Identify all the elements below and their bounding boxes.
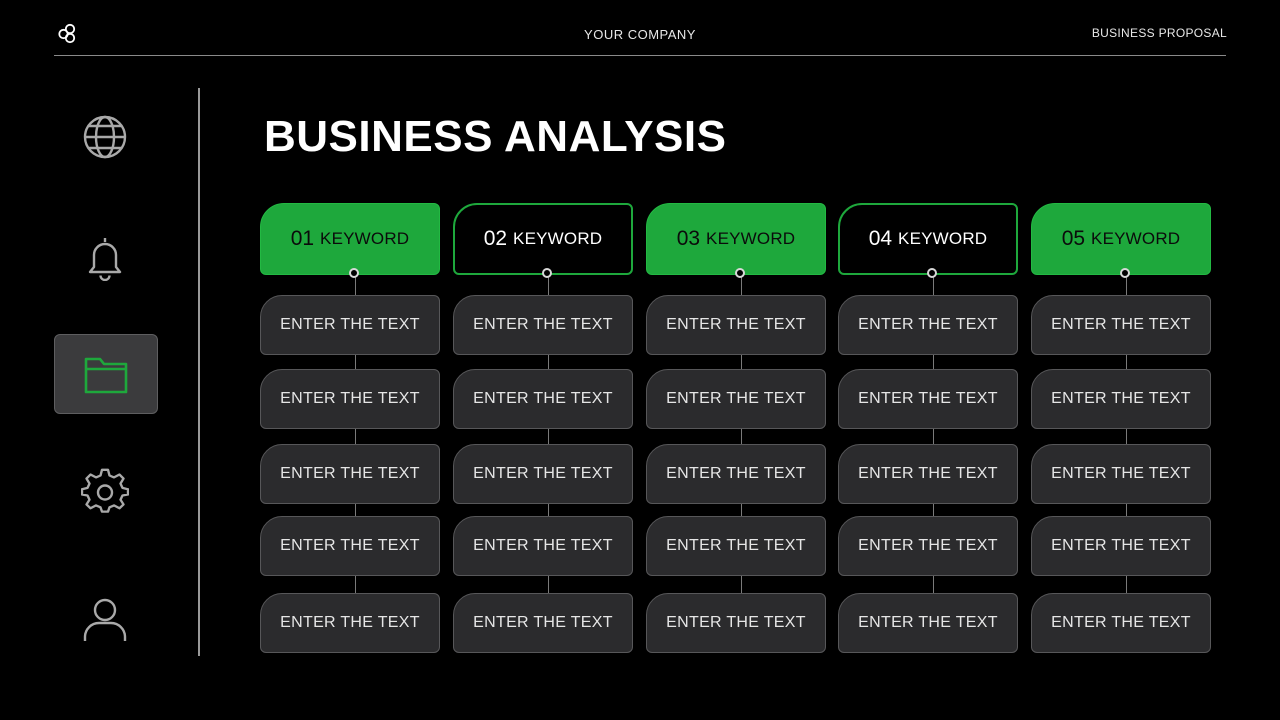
text-cell[interactable]: ENTER THE TEXT bbox=[1031, 369, 1211, 429]
keyword-label: KEYWORD bbox=[898, 229, 988, 248]
text-cell[interactable]: ENTER THE TEXT bbox=[1031, 593, 1211, 653]
header-divider bbox=[54, 55, 1226, 56]
text-cell[interactable]: ENTER THE TEXT bbox=[646, 369, 826, 429]
text-cell[interactable]: ENTER THE TEXT bbox=[260, 593, 440, 653]
user-icon bbox=[83, 598, 127, 641]
connector-line bbox=[548, 273, 549, 598]
text-cell[interactable]: ENTER THE TEXT bbox=[260, 444, 440, 504]
text-cell[interactable]: ENTER THE TEXT bbox=[453, 295, 633, 355]
text-cell[interactable]: ENTER THE TEXT bbox=[260, 295, 440, 355]
globe-icon bbox=[83, 115, 127, 159]
text-cell[interactable]: ENTER THE TEXT bbox=[646, 444, 826, 504]
keyword-label: KEYWORD bbox=[706, 229, 796, 248]
document-type-label: BUSINESS PROPOSAL bbox=[1091, 26, 1227, 40]
sidebar-item-globe[interactable] bbox=[74, 106, 136, 168]
folder-icon bbox=[84, 357, 128, 394]
text-cell[interactable]: ENTER THE TEXT bbox=[1031, 295, 1211, 355]
keyword-header[interactable]: 02 KEYWORD bbox=[453, 203, 633, 275]
sidebar-item-profile[interactable] bbox=[74, 588, 136, 650]
text-cell[interactable]: ENTER THE TEXT bbox=[838, 444, 1018, 504]
connector-line bbox=[741, 273, 742, 598]
text-cell[interactable]: ENTER THE TEXT bbox=[1031, 516, 1211, 576]
keyword-number: 01 bbox=[290, 227, 315, 250]
keyword-column: 04 KEYWORD ENTER THE TEXT ENTER THE TEXT ENT… bbox=[838, 203, 1018, 655]
keyword-header[interactable]: 05 KEYWORD bbox=[1031, 203, 1211, 275]
connector-dot bbox=[349, 268, 359, 278]
keyword-label: KEYWORD bbox=[513, 229, 603, 248]
keyword-column: 02 KEYWORD ENTER THE TEXT ENTER THE TEXT ENT… bbox=[453, 203, 633, 655]
text-cell[interactable]: ENTER THE TEXT bbox=[453, 369, 633, 429]
keyword-number: 04 bbox=[868, 227, 893, 250]
keyword-header[interactable]: 01 KEYWORD bbox=[260, 203, 440, 275]
connector-dot bbox=[542, 268, 552, 278]
connector-dot bbox=[735, 268, 745, 278]
connector-line bbox=[355, 273, 356, 598]
text-cell[interactable]: ENTER THE TEXT bbox=[260, 369, 440, 429]
keyword-column: 05 KEYWORD ENTER THE TEXT ENTER THE TEXT ENT… bbox=[1031, 203, 1211, 655]
gear-icon bbox=[81, 468, 129, 513]
connector-dot bbox=[927, 268, 937, 278]
text-cell[interactable]: ENTER THE TEXT bbox=[838, 593, 1018, 653]
text-cell[interactable]: ENTER THE TEXT bbox=[260, 516, 440, 576]
sidebar-divider bbox=[198, 88, 200, 656]
connector-line bbox=[1126, 273, 1127, 598]
text-cell[interactable]: ENTER THE TEXT bbox=[838, 369, 1018, 429]
keyword-label: KEYWORD bbox=[1091, 229, 1181, 248]
text-cell[interactable]: ENTER THE TEXT bbox=[646, 295, 826, 355]
keyword-header[interactable]: 03 KEYWORD bbox=[646, 203, 826, 275]
text-cell[interactable]: ENTER THE TEXT bbox=[838, 295, 1018, 355]
text-cell[interactable]: ENTER THE TEXT bbox=[646, 593, 826, 653]
sidebar-item-files[interactable] bbox=[54, 334, 158, 414]
keyword-header[interactable]: 04 KEYWORD bbox=[838, 203, 1018, 275]
text-cell[interactable]: ENTER THE TEXT bbox=[838, 516, 1018, 576]
sidebar-item-notifications[interactable] bbox=[74, 226, 136, 288]
page-title: BUSINESS ANALYSIS bbox=[264, 112, 727, 161]
text-cell[interactable]: ENTER THE TEXT bbox=[453, 444, 633, 504]
keyword-label: KEYWORD bbox=[320, 229, 410, 248]
keyword-column: 03 KEYWORD ENTER THE TEXT ENTER THE TEXT ENT… bbox=[646, 203, 826, 655]
company-logo-icon bbox=[56, 22, 78, 44]
sidebar-item-settings[interactable] bbox=[74, 461, 136, 523]
text-cell[interactable]: ENTER THE TEXT bbox=[453, 593, 633, 653]
company-name: YOUR COMPANY bbox=[584, 27, 696, 42]
text-cell[interactable]: ENTER THE TEXT bbox=[646, 516, 826, 576]
keyword-number: 05 bbox=[1061, 227, 1086, 250]
keyword-number: 03 bbox=[676, 227, 701, 250]
text-cell[interactable]: ENTER THE TEXT bbox=[453, 516, 633, 576]
bell-icon bbox=[88, 238, 122, 281]
connector-dot bbox=[1120, 268, 1130, 278]
keyword-column: 01 KEYWORD ENTER THE TEXT ENTER THE TEXT ENT… bbox=[260, 203, 440, 655]
text-cell[interactable]: ENTER THE TEXT bbox=[1031, 444, 1211, 504]
connector-line bbox=[933, 273, 934, 598]
keyword-number: 02 bbox=[483, 227, 508, 250]
